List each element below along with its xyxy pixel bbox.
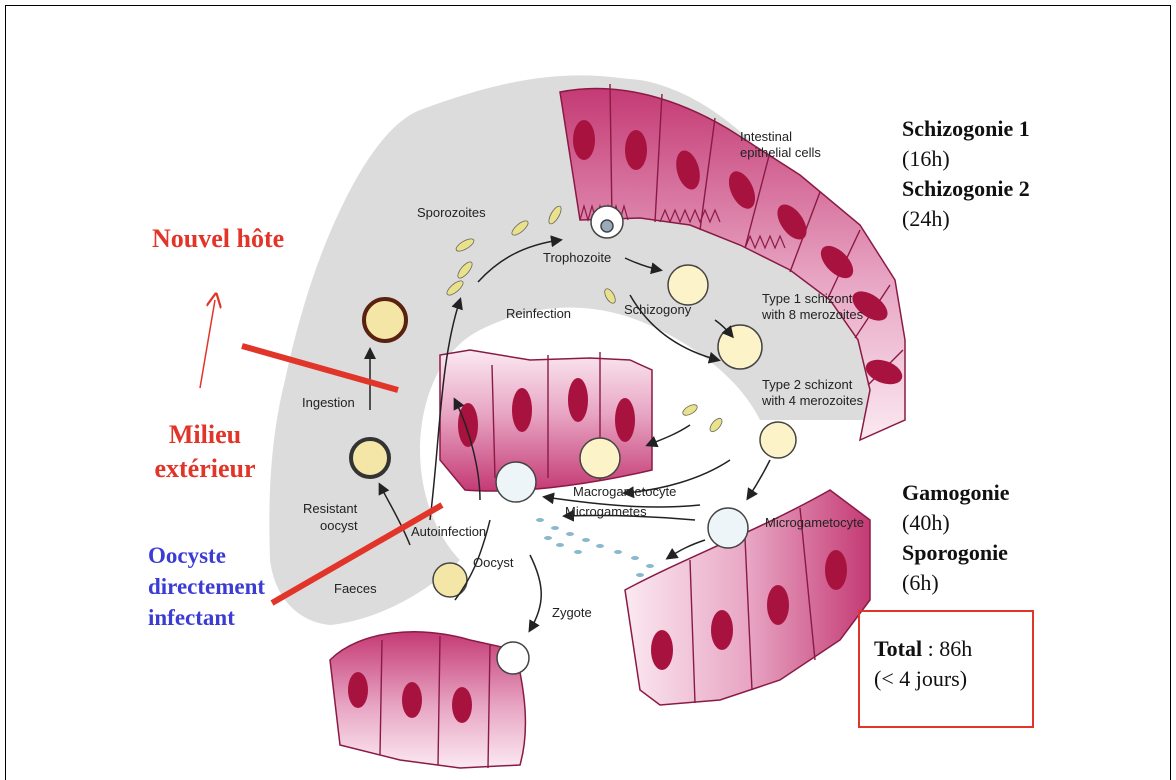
annotation-oocyste-line2: directement: [148, 571, 265, 602]
total-content: Total : 86h (< 4 jours): [874, 634, 972, 694]
total-value: : 86h: [922, 636, 972, 661]
total-label: Total: [874, 636, 922, 661]
label-type2-1: Type 2 schizont: [762, 377, 853, 392]
annotation-oocyste: Oocyste directement infectant: [148, 540, 265, 633]
sporogonie-title: Sporogonie: [902, 540, 1008, 565]
gamogonie-title: Gamogonie: [902, 480, 1010, 505]
epithelium-bottom-left: [330, 632, 525, 768]
label-type2-2: with 4 merozoites: [761, 393, 864, 408]
label-type1-2: with 8 merozoites: [761, 307, 864, 322]
schizogonie1-title: Schizogonie 1: [902, 116, 1030, 141]
label-resistant-2: oocyst: [320, 518, 358, 533]
sporogonie-time: (6h): [902, 568, 1010, 598]
label-zygote: Zygote: [552, 605, 592, 620]
schizogonie1-time: (16h): [902, 144, 1030, 174]
schizogonie-block: Schizogonie 1 (16h) Schizogonie 2 (24h): [902, 114, 1030, 234]
label-trophozoite: Trophozoite: [543, 250, 611, 265]
label-reinfection: Reinfection: [506, 306, 571, 321]
label-microgametes: Microgametes: [565, 504, 647, 519]
label-macrogametocyte: Macrogametocyte: [573, 484, 676, 499]
annotation-milieu-line1: Milieu: [130, 418, 280, 452]
label-faeces: Faeces: [334, 581, 377, 596]
label-autoinfection: Autoinfection: [411, 524, 486, 539]
label-intestinal-1: Intestinal: [740, 129, 792, 144]
annotation-milieu-exterieur: Milieu extérieur: [130, 418, 280, 486]
gamogonie-block: Gamogonie (40h) Sporogonie (6h): [902, 478, 1010, 598]
label-schizogony: Schizogony: [624, 302, 692, 317]
label-oocyst: Oocyst: [473, 555, 514, 570]
annotation-nouvel-hote: Nouvel hôte: [152, 222, 284, 256]
gamogonie-time: (40h): [902, 508, 1010, 538]
microgametes-dots: [536, 518, 654, 577]
total-box: Total : 86h (< 4 jours): [858, 610, 1034, 728]
label-resistant-1: Resistant: [303, 501, 358, 516]
annotation-oocyste-line3: infectant: [148, 602, 265, 633]
label-type1-1: Type 1 schizont: [762, 291, 853, 306]
schizogonie2-time: (24h): [902, 204, 1030, 234]
label-sporozoites: Sporozoites: [417, 205, 486, 220]
epithelium-middle: [440, 350, 652, 491]
total-note: (< 4 jours): [874, 664, 972, 694]
annotation-oocyste-line1: Oocyste: [148, 540, 265, 571]
label-microgametocyte: Microgametocyte: [765, 515, 864, 530]
label-ingestion: Ingestion: [302, 395, 355, 410]
schizogonie2-title: Schizogonie 2: [902, 176, 1030, 201]
label-intestinal-2: epithelial cells: [740, 145, 821, 160]
annotation-milieu-line2: extérieur: [130, 452, 280, 486]
